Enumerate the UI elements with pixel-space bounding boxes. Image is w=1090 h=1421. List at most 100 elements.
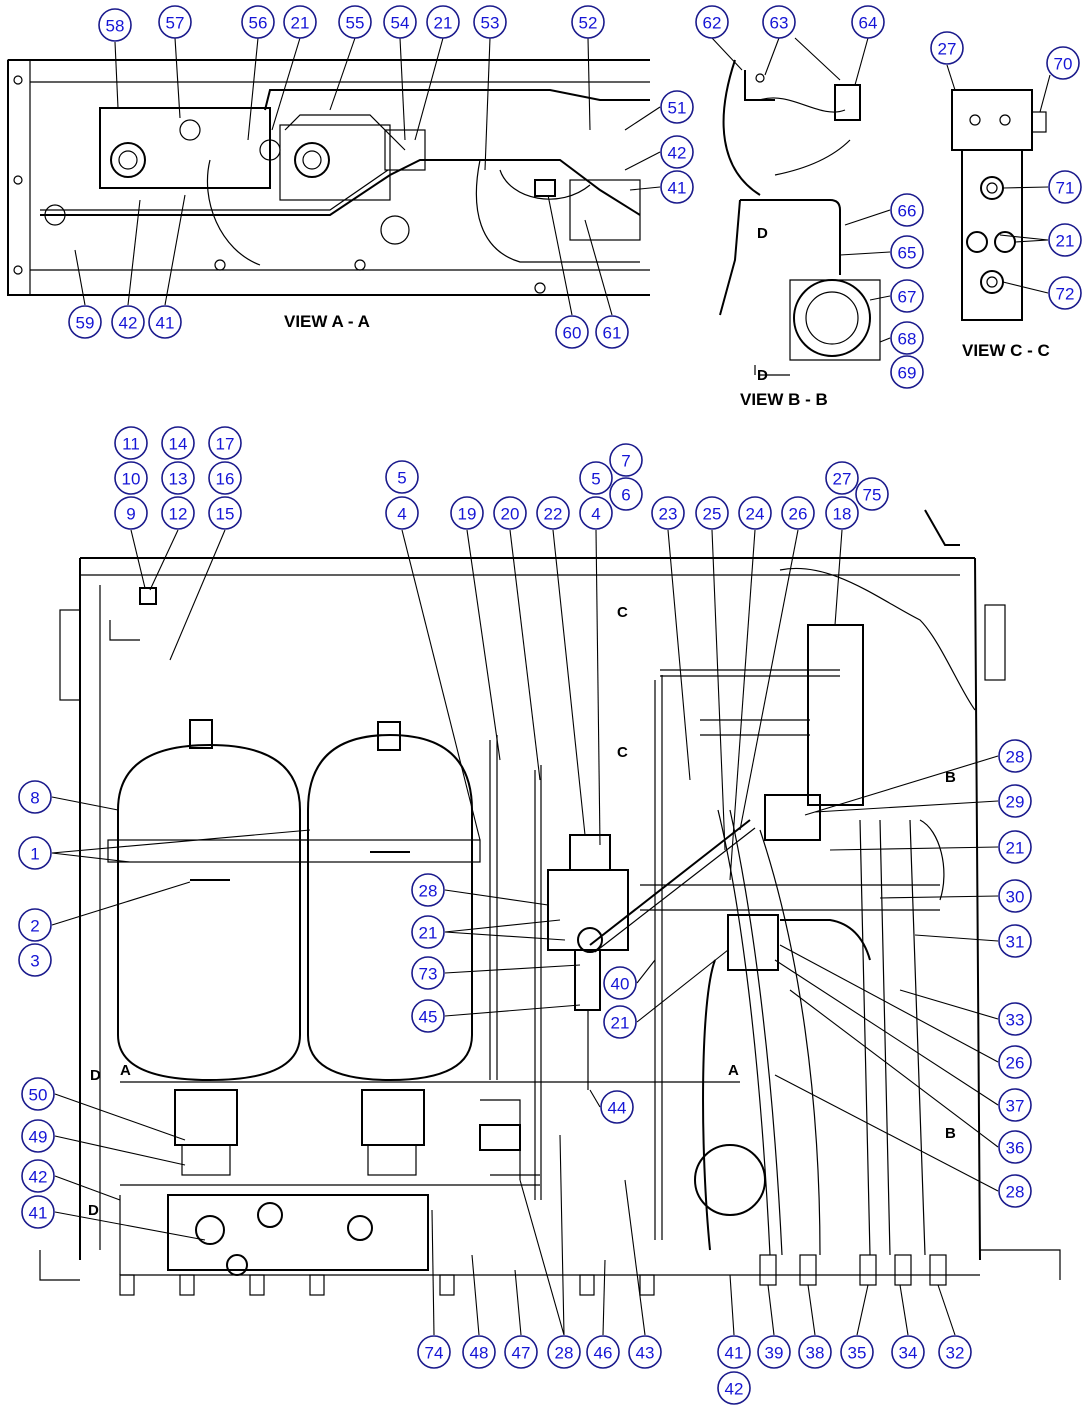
callout-6: 6 [609, 477, 643, 511]
callout-32: 32 [938, 1335, 972, 1369]
callout-circle [762, 5, 796, 39]
callout-circle [738, 496, 772, 530]
callout-44: 44 [600, 1090, 634, 1124]
callout-circle [603, 966, 637, 1000]
callout-circle [825, 461, 859, 495]
section-mark-a-right: A [728, 1062, 739, 1079]
callout-circle [855, 477, 889, 511]
callout-number: 9 [126, 505, 135, 524]
callout-circle [660, 90, 694, 124]
callout-circle [462, 1335, 496, 1369]
callout-42: 42 [717, 1371, 751, 1405]
callout-number: 44 [608, 1099, 627, 1118]
callout-circle [998, 1002, 1032, 1036]
section-mark-d-main-bottom: D [88, 1202, 99, 1219]
callout-2: 2 [18, 908, 52, 942]
view-a-a-label: VIEW A - A [284, 312, 370, 331]
callout-circle [208, 461, 242, 495]
callout-27: 27 [825, 461, 859, 495]
callout-number: 50 [29, 1086, 48, 1105]
callout-circle [536, 496, 570, 530]
callout-37: 37 [998, 1088, 1032, 1122]
callout-41: 41 [21, 1195, 55, 1229]
callout-39: 39 [757, 1335, 791, 1369]
callout-51: 51 [660, 90, 694, 124]
callout-number: 4 [591, 505, 600, 524]
callout-circle [21, 1195, 55, 1229]
callout-circle [938, 1335, 972, 1369]
callout-64: 64 [851, 5, 885, 39]
callout-circle [18, 780, 52, 814]
callout-number: 41 [725, 1344, 744, 1363]
callout-circle [998, 924, 1032, 958]
callout-circle [695, 5, 729, 39]
callout-number: 41 [668, 179, 687, 198]
view-c-c-drawing [951, 89, 1047, 321]
callout-circle [579, 461, 613, 495]
callout-4: 4 [579, 496, 613, 530]
callout-33: 33 [998, 1002, 1032, 1036]
callout-number: 39 [765, 1344, 784, 1363]
callout-circle [609, 477, 643, 511]
callout-circle [998, 739, 1032, 773]
callout-52: 52 [571, 5, 605, 39]
callout-number: 8 [30, 789, 39, 808]
callout-62: 62 [695, 5, 729, 39]
callout-circle [579, 496, 613, 530]
callout-circle [1048, 223, 1082, 257]
callout-number: 25 [703, 505, 722, 524]
callout-circle [998, 1130, 1032, 1164]
callout-number: 60 [563, 324, 582, 343]
callout-circle [114, 461, 148, 495]
callout-60: 60 [555, 315, 589, 349]
callout-number: 21 [1056, 232, 1075, 251]
callout-circle [998, 1088, 1032, 1122]
callout-5: 5 [385, 460, 419, 494]
callout-74: 74 [417, 1335, 451, 1369]
callout-circle [450, 496, 484, 530]
callout-circle [781, 496, 815, 530]
callout-number: 28 [1006, 1183, 1025, 1202]
callout-7: 7 [609, 443, 643, 477]
callout-8: 8 [18, 780, 52, 814]
callout-number: 15 [216, 505, 235, 524]
callout-circle [504, 1335, 538, 1369]
callout-42: 42 [660, 135, 694, 169]
view-c-c-label: VIEW C - C [962, 341, 1050, 360]
callout-number: 12 [169, 505, 188, 524]
callout-11: 11 [114, 426, 148, 460]
callout-71: 71 [1048, 170, 1082, 204]
callout-55: 55 [338, 5, 372, 39]
callout-36: 36 [998, 1130, 1032, 1164]
callout-number: 58 [106, 17, 125, 36]
callout-70: 70 [1046, 46, 1080, 80]
callout-circle [890, 193, 924, 227]
callout-number: 40 [611, 975, 630, 994]
callout-30: 30 [998, 879, 1032, 913]
callout-number: 28 [1006, 748, 1025, 767]
callout-number: 16 [216, 470, 235, 489]
callout-53: 53 [473, 5, 507, 39]
callout-circle [21, 1077, 55, 1111]
callout-number: 42 [119, 314, 138, 333]
callout-number: 37 [1006, 1097, 1025, 1116]
section-mark-d-view-b-bottom: D [757, 367, 768, 384]
callout-circle [890, 355, 924, 389]
callout-circle [426, 5, 460, 39]
callout-number: 42 [668, 144, 687, 163]
callout-25: 25 [695, 496, 729, 530]
callout-45: 45 [411, 999, 445, 1033]
callout-circle [21, 1159, 55, 1193]
callout-circle [998, 1174, 1032, 1208]
callout-73: 73 [411, 956, 445, 990]
callout-number: 20 [501, 505, 520, 524]
callout-21: 21 [1048, 223, 1082, 257]
callout-number: 68 [898, 330, 917, 349]
callout-number: 19 [458, 505, 477, 524]
callout-number: 36 [1006, 1139, 1025, 1158]
callout-circle [1046, 46, 1080, 80]
callout-circle [798, 1335, 832, 1369]
callout-50: 50 [21, 1077, 55, 1111]
callout-67: 67 [890, 279, 924, 313]
